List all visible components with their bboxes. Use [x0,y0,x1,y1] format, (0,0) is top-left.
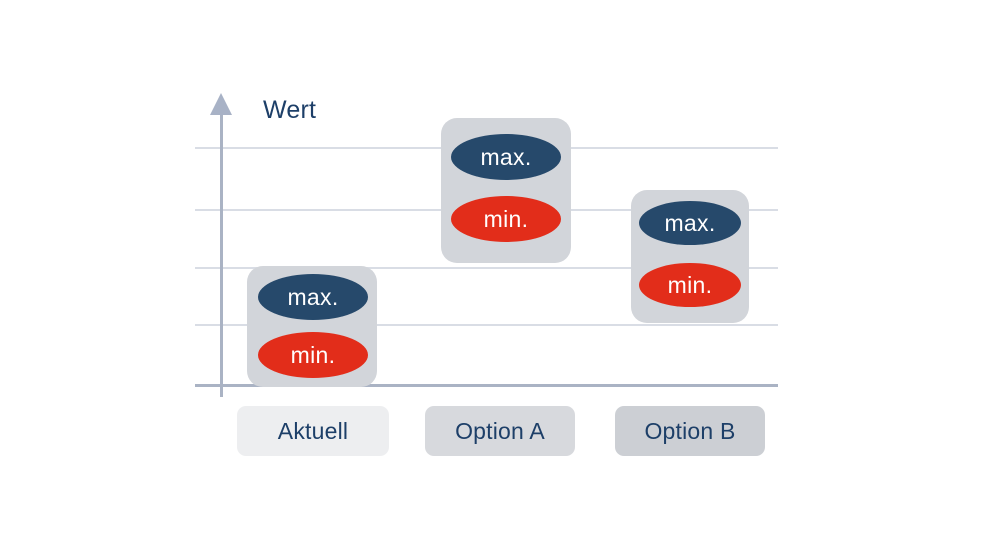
min-bubble-option-a: min. [451,196,561,242]
category-label-aktuell[interactable]: Aktuell [237,406,389,456]
x-axis-baseline [195,384,778,387]
min-bubble-aktuell: min. [258,332,368,378]
y-axis-arrow-icon [210,93,232,115]
max-bubble-option-a: max. [451,134,561,180]
gridline-3 [195,267,778,269]
category-label-option-b[interactable]: Option B [615,406,765,456]
max-bubble-option-b: max. [639,201,741,245]
gridline-4 [195,324,778,326]
min-bubble-option-b: min. [639,263,741,307]
category-label-option-a[interactable]: Option A [425,406,575,456]
max-bubble-aktuell: max. [258,274,368,320]
y-axis-title: Wert [263,96,317,124]
y-axis-line [220,112,223,397]
